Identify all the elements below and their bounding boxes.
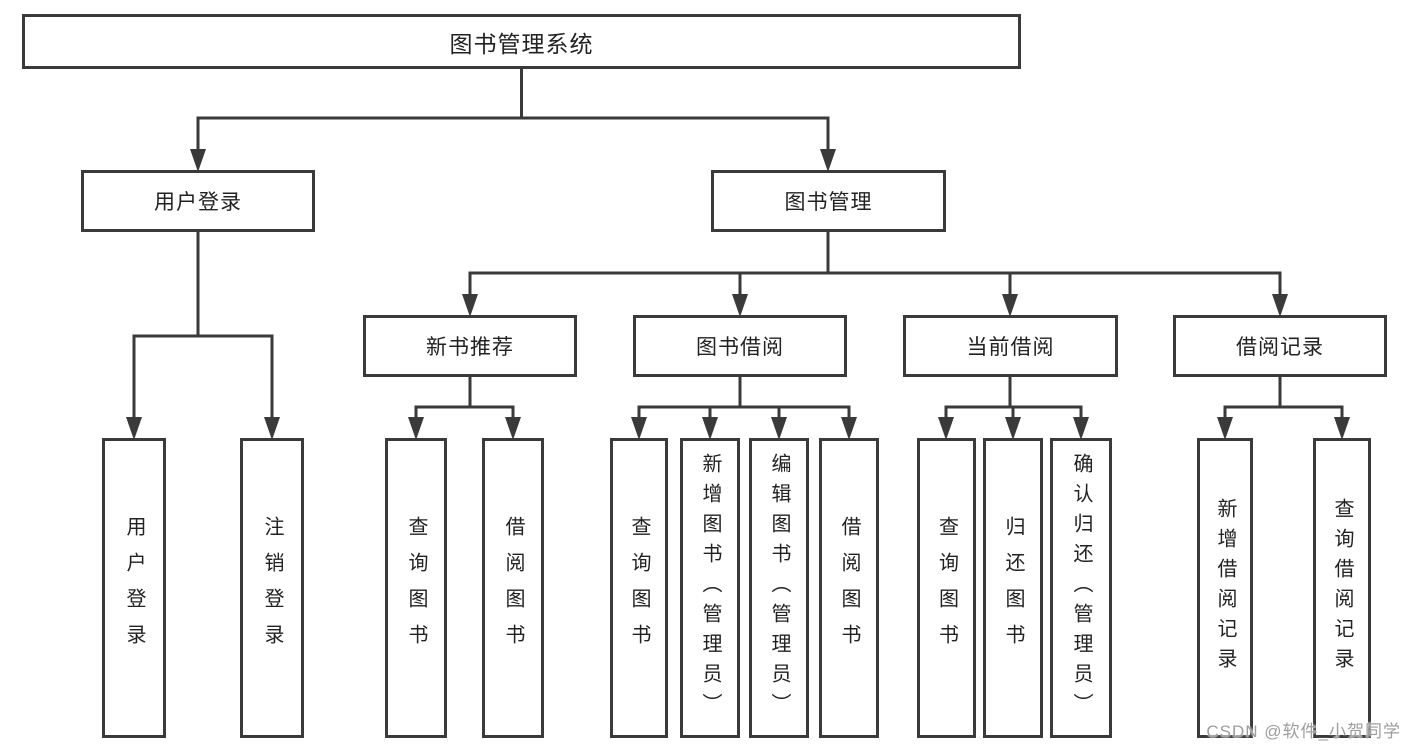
node-label: 新增图书（管理员）: [699, 453, 721, 723]
node-label: 当前借阅: [966, 336, 1055, 359]
node-book-borrowing: 图书借阅: [633, 315, 847, 377]
node-label: 用户登录: [154, 191, 242, 214]
node-label: 确认归还（管理员）: [1070, 453, 1092, 723]
node-book-management: 图书管理: [711, 170, 946, 232]
leaf-current-query-books: 查询图书: [917, 438, 976, 738]
node-label: 借阅记录: [1236, 336, 1324, 359]
node-library-management-system: 图书管理系统: [22, 14, 1021, 69]
node-current-borrowing: 当前借阅: [903, 315, 1118, 377]
node-label: 新书推荐: [426, 336, 514, 359]
node-label: 新增借阅记录: [1214, 498, 1236, 678]
leaf-add-borrow-record: 新增借阅记录: [1197, 438, 1253, 738]
node-borrow-records: 借阅记录: [1173, 315, 1387, 377]
node-label: 图书管理系统: [449, 30, 594, 57]
leaf-return-books: 归还图书: [983, 438, 1043, 738]
node-label: 借阅图书: [502, 516, 524, 660]
leaf-borrow-books: 借阅图书: [819, 438, 879, 738]
leaf-query-borrow-record: 查询借阅记录: [1313, 438, 1371, 738]
node-label: 图书借阅: [696, 336, 784, 359]
node-label: 查询图书: [405, 516, 427, 660]
leaf-logout: 注销登录: [240, 438, 304, 738]
node-label: 注销登录: [261, 516, 283, 660]
leaf-confirm-return-admin: 确认归还（管理员）: [1050, 438, 1112, 738]
leaf-user-login: 用户登录: [102, 438, 166, 738]
node-new-book-recommend: 新书推荐: [363, 315, 577, 377]
leaf-add-books-admin: 新增图书（管理员）: [680, 438, 740, 738]
leaf-recommend-query-books: 查询图书: [385, 438, 447, 738]
node-label: 编辑图书（管理员）: [768, 453, 790, 723]
leaf-borrowing-query-books: 查询图书: [610, 438, 668, 738]
node-label: 借阅图书: [838, 516, 860, 660]
node-user-login: 用户登录: [81, 170, 315, 232]
leaf-edit-books-admin: 编辑图书（管理员）: [749, 438, 809, 738]
node-label: 查询图书: [935, 516, 958, 660]
node-label: 图书管理: [784, 191, 873, 214]
csdn-watermark: CSDN @软件_小贺同学: [1206, 722, 1401, 741]
leaf-recommend-borrow-books: 借阅图书: [482, 438, 544, 738]
node-label: 用户登录: [123, 516, 145, 660]
node-label: 归还图书: [1002, 516, 1024, 660]
node-label: 查询图书: [628, 516, 650, 660]
node-label: 查询借阅记录: [1331, 498, 1353, 678]
